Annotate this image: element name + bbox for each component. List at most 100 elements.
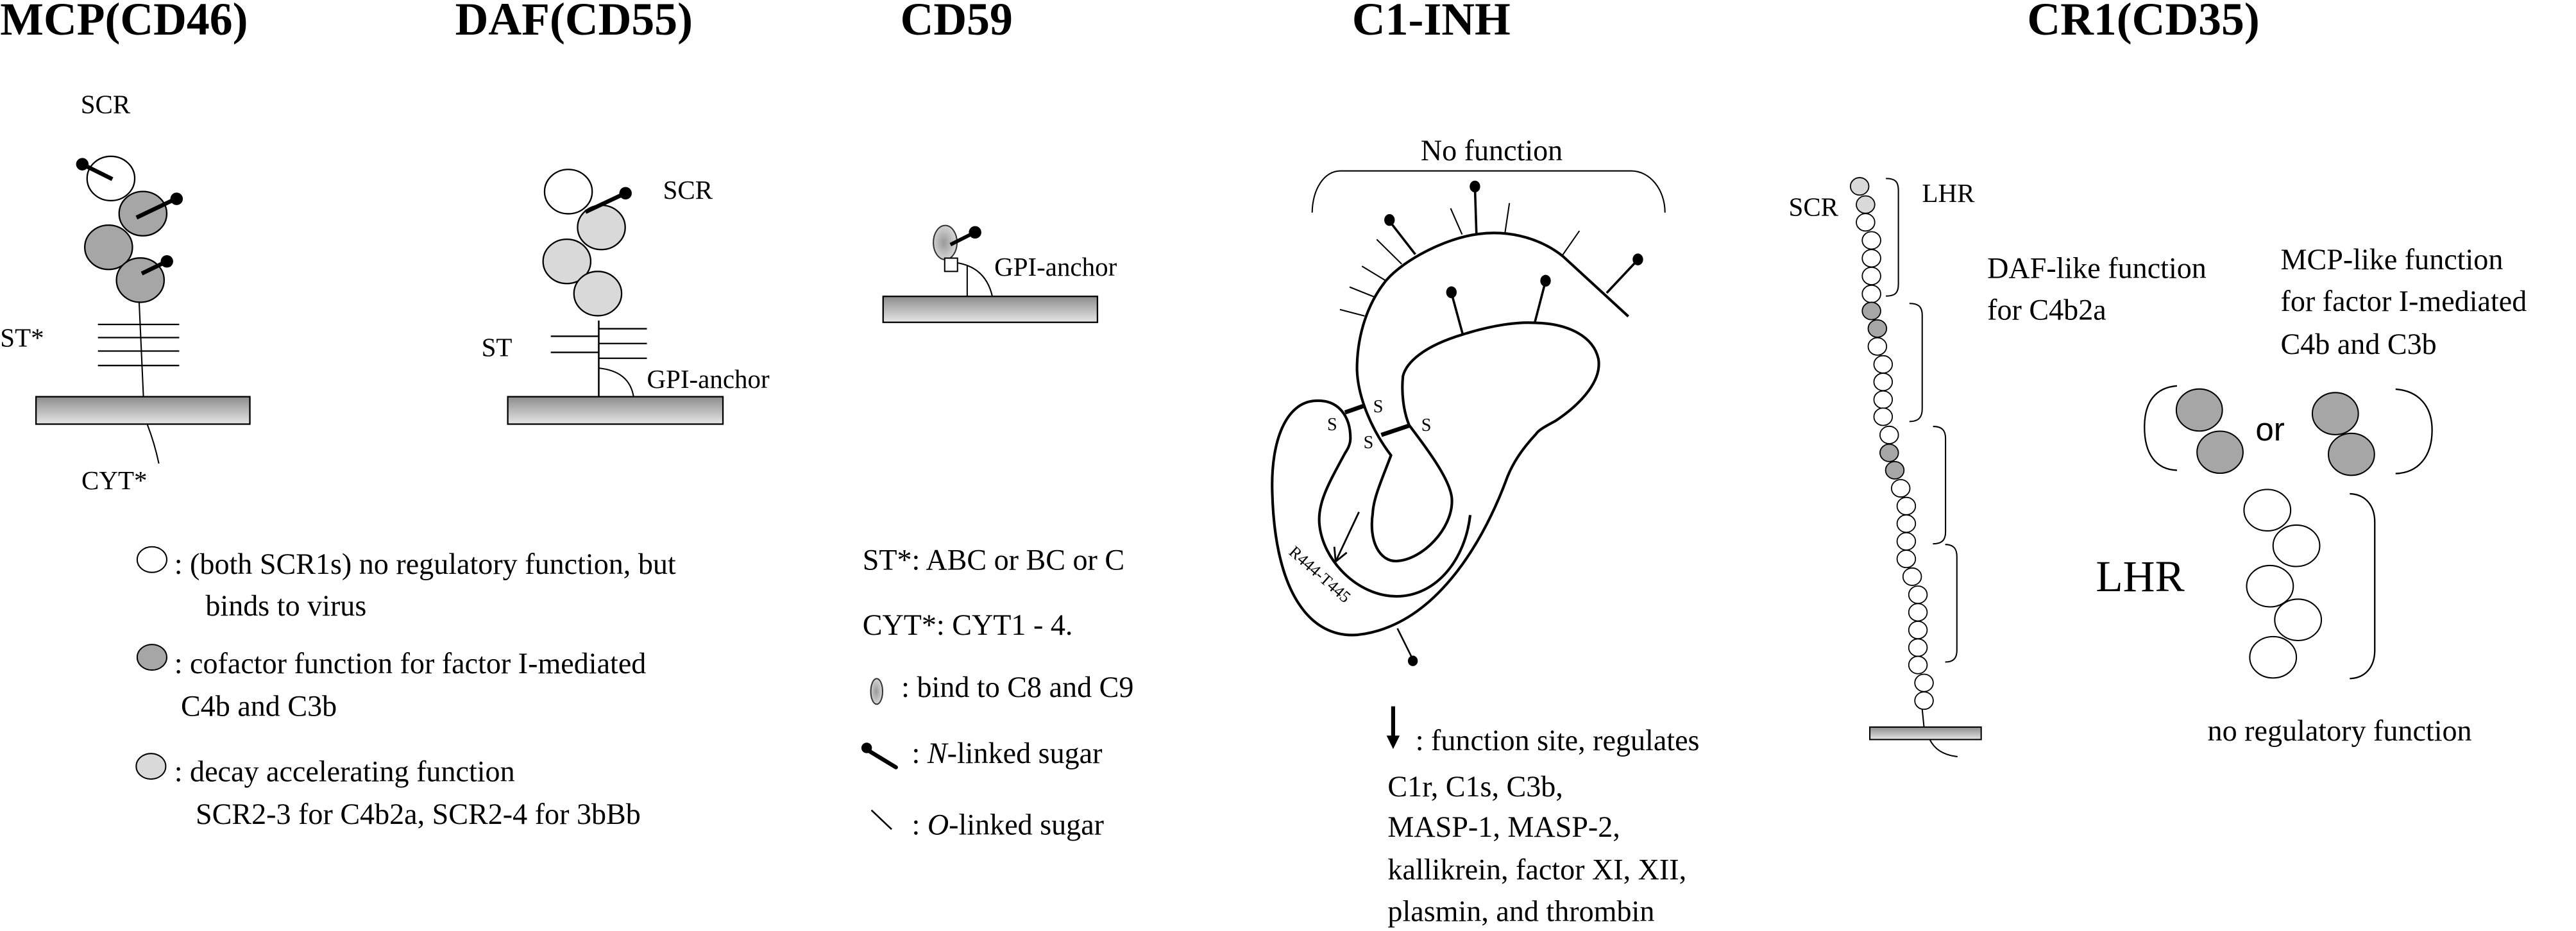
cr1-scr-dark-domain (1885, 460, 1905, 480)
cr1-scr-white-domain (1873, 355, 1894, 374)
cd59-gpi-anchor-arc (957, 262, 994, 297)
legend-o-linked: : O-linked sugar (912, 809, 1104, 841)
o-linked-sugar-icon (870, 809, 892, 830)
c1inh-legend-line: kallikrein, factor XI, XII, (1387, 853, 1686, 886)
daf-diagram: SCR ST GPI-anchor (482, 169, 770, 425)
cr1-membrane-bar (1869, 726, 1982, 741)
cd59-diagram: GPI-anchor (882, 224, 1117, 323)
dark-scr-domain (2328, 432, 2375, 476)
cd59-membrane-bar (882, 296, 1099, 323)
cr1-scr-white-domain (1867, 337, 1888, 356)
cr1-scr-light-domain (1856, 195, 1876, 214)
cr1-scr-light-domain (1849, 177, 1870, 196)
disulfide-s-label: S (1421, 415, 1432, 435)
cr1-scr-white-domain (1861, 267, 1881, 285)
legend-st: ST*: ABC or BC or C (863, 544, 1124, 576)
cr1-scr-white-domain (1861, 249, 1881, 268)
cr1-scr-white-domain (1873, 373, 1894, 392)
mcp-diagram: SCR ST* CYT* (0, 90, 251, 495)
legend-n-suffix: -linked sugar (947, 737, 1103, 769)
cr1-lhr-label: LHR (2096, 551, 2184, 601)
lhr-bracket (2350, 492, 2376, 680)
mcp-stem (138, 302, 144, 397)
legend-c8c9: : bind to C8 and C9 (901, 671, 1133, 703)
light-circle-icon (135, 753, 167, 780)
cr1-scr-white-domain (1914, 673, 1934, 692)
c1inh-legend-line: plasmin, and thrombin (1387, 895, 1654, 928)
c1inh-no-function-label: No function (1421, 134, 1563, 167)
daf-scr3-light-domain (542, 238, 592, 285)
mcp-st-region-lines (97, 323, 180, 367)
c1inh-diagram: No function S S S S R444-T445 (1271, 134, 1700, 928)
n-linked-sugar-icon (584, 187, 632, 214)
disulfide-s-label: S (1373, 397, 1384, 417)
n-linked-sugar-icon (1446, 286, 1464, 335)
legend-o-italic: O (928, 809, 949, 841)
n-linked-sugar-icon (76, 158, 114, 181)
cr1-scr-dark-domain (1879, 443, 1899, 462)
daf-gpi-anchor-arc (598, 367, 634, 397)
daf-scr-label: SCR (663, 175, 713, 205)
cr1-stem (1921, 709, 1925, 728)
title-cd59: CD59 (901, 0, 1013, 45)
cr1-scr-white-domain (1896, 532, 1917, 551)
cr1-scr-white-domain (1873, 390, 1894, 409)
mcp-scr-label: SCR (81, 90, 131, 119)
c1inh-legend-line: MASP-1, MASP-2, (1387, 810, 1620, 843)
title-cr1: CR1(CD35) (2027, 0, 2259, 45)
legend-white-line2: binds to virus (205, 589, 366, 622)
lhr-bracket-2 (1909, 303, 1923, 423)
cr1-scr-white-domain (1861, 231, 1881, 250)
cr1-mcp-like-line: C4b and C3b (2281, 328, 2437, 360)
title-mcp: MCP(CD46) (0, 0, 248, 45)
mcp-cyt-tail (146, 424, 160, 464)
legend-o-prefix: : (912, 809, 928, 841)
cr1-mcp-like-line: MCP-like function (2281, 243, 2504, 276)
daf-membrane-bar (507, 396, 724, 425)
c1inh-legend-line: : function site, regulates (1416, 724, 1700, 757)
cr1-scr-white-domain (1914, 691, 1934, 710)
cr1-scr-white-domain (1908, 655, 1928, 675)
white-scr-domain (2272, 524, 2321, 567)
lhr-bracket-1 (1886, 178, 1899, 297)
daf-st-label: ST (482, 333, 513, 362)
disulfide-s-label: S (1327, 415, 1337, 435)
n-linked-sugar-icon (861, 742, 898, 769)
cr1-scr-white-domain (1908, 603, 1928, 622)
dark-scr-domain (2311, 392, 2359, 435)
n-linked-sugar-icon (1533, 274, 1551, 323)
legend-o-suffix: -linked sugar (949, 809, 1104, 841)
n-linked-sugar-icon (1470, 180, 1480, 233)
dark-scr-domain (2196, 430, 2244, 474)
legend-cyt: CYT*: CYT1 - 4. (863, 608, 1073, 641)
daf-gpi-label: GPI-anchor (647, 364, 770, 394)
n-linked-sugar-icon (140, 255, 173, 276)
dark-circle-icon (136, 644, 167, 671)
daf-scr2-light-domain (577, 204, 626, 251)
n-linked-sugar-icon (1384, 214, 1416, 255)
white-scr-domain (2249, 635, 2298, 679)
white-scr-domain (2274, 598, 2323, 642)
cr1-scr-dark-domain (1867, 319, 1888, 338)
legend-dark-line1: : cofactor function for factor I-mediate… (174, 647, 647, 680)
cr1-scr-white-domain (1873, 407, 1894, 426)
cr1-daf-like-line: for C4b2a (1987, 293, 2106, 326)
cr1-scr-white-domain (1908, 621, 1928, 640)
cr1-scr-white-domain (1896, 514, 1917, 533)
cd59-linker-square (944, 257, 958, 273)
cr1-diagram: SCR LHR DAF-like function for C4b2a MCP-… (1789, 177, 2527, 758)
lhr-bracket-4 (1945, 544, 1958, 663)
white-scr-domain (2246, 564, 2294, 608)
daf-scr1-white-domain (543, 169, 593, 215)
legend-white-line1: : (both SCR1s) no regulatory function, b… (174, 548, 676, 580)
c1inh-legend-line: C1r, C1s, C3b, (1387, 770, 1563, 803)
mcp-cyt-label: CYT* (81, 465, 147, 495)
cr1-scr-white-domain (1856, 213, 1876, 232)
legend-n-prefix: : (912, 737, 928, 769)
or-label: or (2255, 411, 2285, 448)
scr-legend: : (both SCR1s) no regulatory function, b… (135, 546, 676, 830)
n-linked-sugar-icon (949, 226, 981, 247)
legend-dark-line2: C4b and C3b (181, 690, 337, 723)
right-parenthesis (2395, 388, 2433, 474)
